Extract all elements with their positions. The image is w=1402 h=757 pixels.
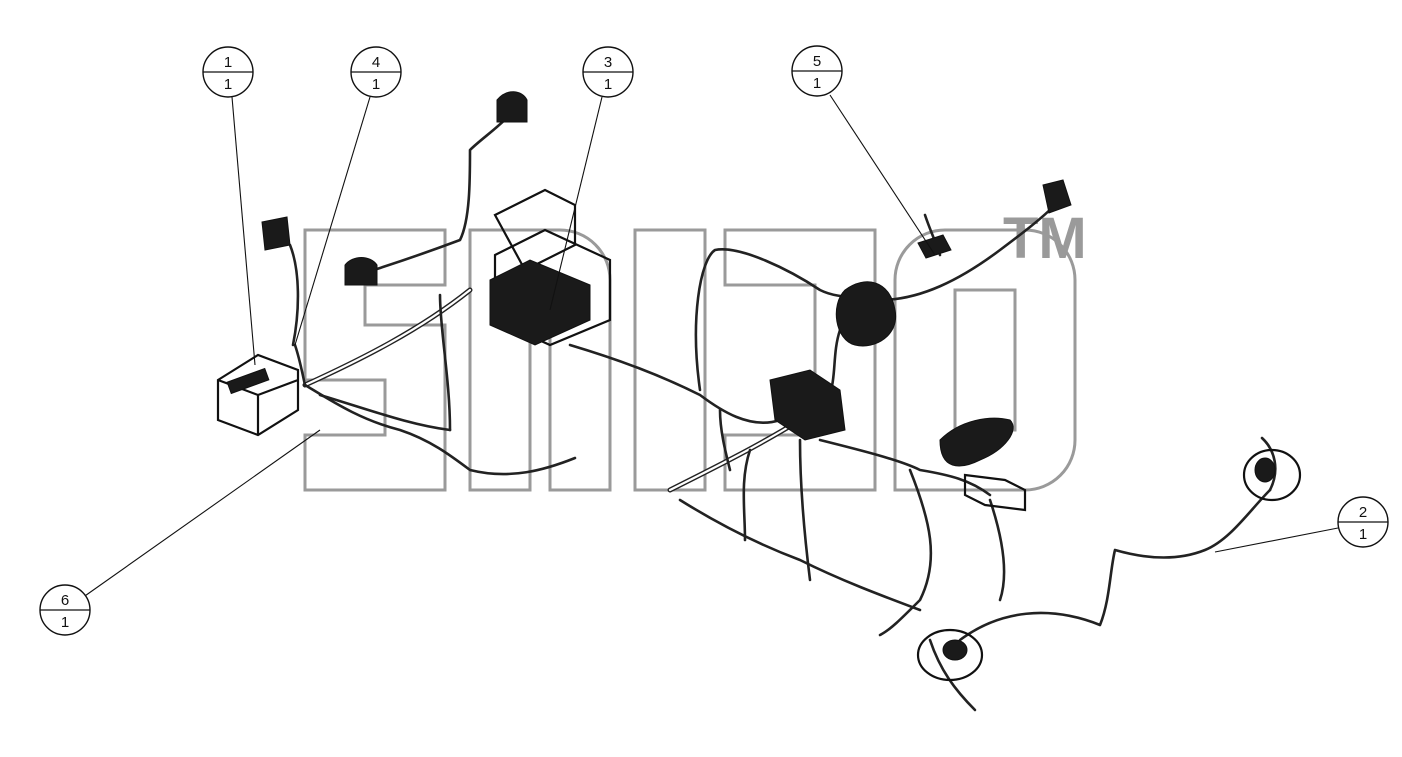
leader-lines (81, 94, 1339, 599)
balloon-5-top: 5 (813, 53, 821, 70)
balloon-2-bottom: 1 (1359, 526, 1367, 543)
relay-box-component (216, 353, 300, 437)
balloon-1[interactable]: 1 1 (202, 46, 254, 98)
harness-wires (288, 113, 1277, 712)
balloon-6-top: 6 (61, 592, 69, 609)
wheel-sensor-bottom-core (942, 639, 968, 661)
connector-right-upper (1042, 179, 1072, 214)
balloon-6-bottom: 1 (61, 614, 69, 631)
wheel-sensor-right-core (1254, 457, 1276, 483)
wheel-sensor-bottom (916, 628, 984, 682)
fuse-cluster (769, 369, 846, 441)
balloon-2[interactable]: 2 1 (1337, 496, 1389, 548)
connector-top (496, 91, 528, 123)
balloon-4[interactable]: 4 1 (350, 46, 402, 98)
balloon-1-bottom: 1 (224, 76, 232, 93)
leader-1 (231, 96, 256, 366)
bracket-component (963, 473, 1027, 512)
balloon-1-top: 1 (224, 54, 232, 71)
leader-3 (549, 96, 603, 311)
housing-component (939, 417, 1014, 467)
balloon-5-bottom: 1 (813, 75, 821, 92)
control-box-component (489, 188, 612, 347)
harness-components (216, 91, 1302, 682)
connector-left-mid (344, 257, 378, 286)
leader-5 (829, 94, 936, 256)
leader-2 (1214, 527, 1339, 553)
wheel-sensor-right (1242, 448, 1302, 502)
balloon-3-bottom: 1 (604, 76, 612, 93)
leader-4 (294, 96, 371, 346)
balloon-3-top: 3 (604, 54, 612, 71)
motor-component (835, 281, 897, 347)
balloon-2-top: 2 (1359, 504, 1367, 521)
balloon-5[interactable]: 5 1 (791, 45, 843, 97)
balloon-4-top: 4 (372, 54, 380, 71)
connector-left-upper (261, 216, 291, 251)
balloon-4-bottom: 1 (372, 76, 380, 93)
balloon-3[interactable]: 3 1 (582, 46, 634, 98)
balloon-6[interactable]: 6 1 (39, 584, 91, 636)
leader-6 (81, 429, 321, 599)
